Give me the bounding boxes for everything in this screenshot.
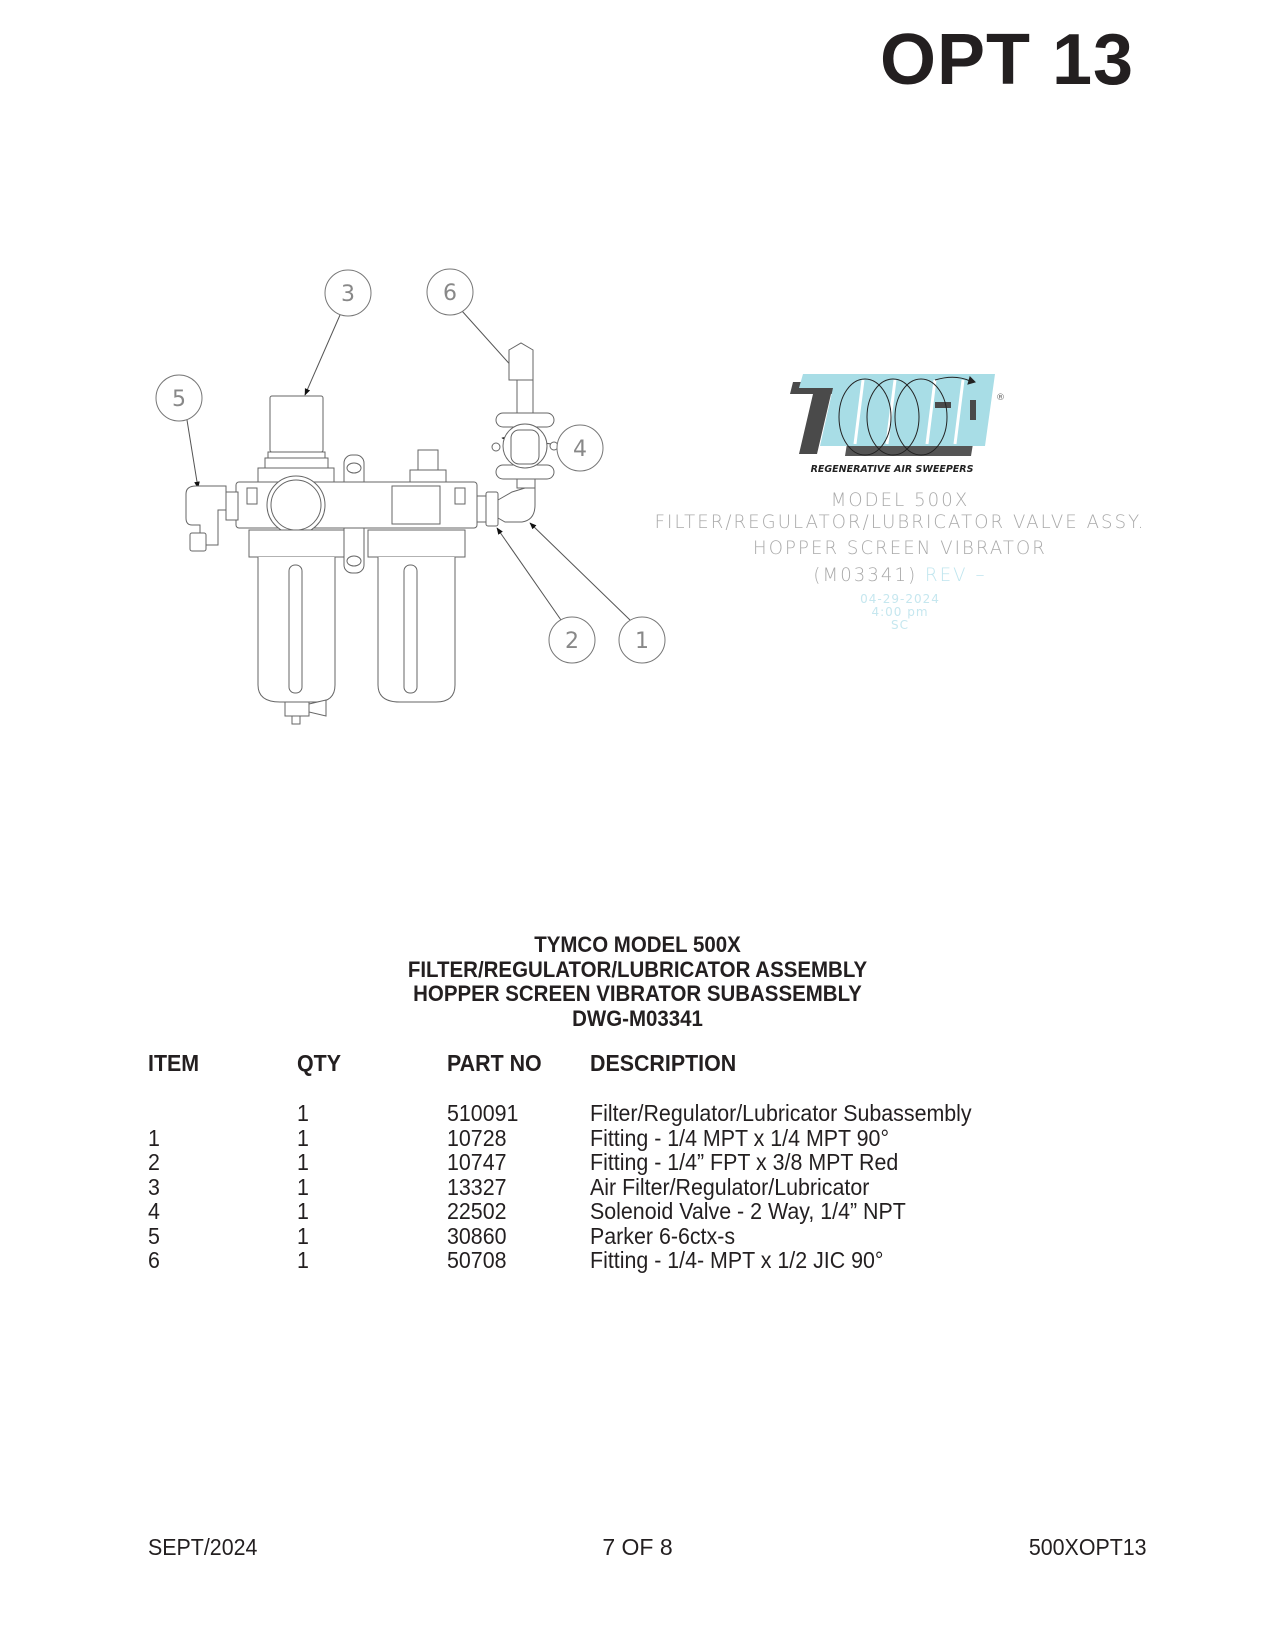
cell-description: Fitting - 1/4- MPT x 1/2 JIC 90° — [590, 1247, 884, 1273]
table-row: 3 1 13327 Air Filter/Regulator/Lubricato… — [0, 1175, 1275, 1199]
cell-description: Solenoid Valve - 2 Way, 1/4” NPT — [590, 1198, 906, 1224]
footer-page-number: 7 OF 8 — [602, 1534, 673, 1560]
title-block-initials: SC — [891, 618, 909, 632]
registered-mark: ® — [996, 393, 1005, 403]
column-header-qty: QTY — [297, 1050, 341, 1076]
table-row: 5 1 30860 Parker 6-6ctx-s — [0, 1224, 1275, 1248]
cell-qty: 1 — [297, 1149, 309, 1175]
balloon-label-5: 5 — [172, 387, 186, 412]
tymco-logo: ® REGENERATIVE AIR SWEEPERS — [790, 374, 1005, 475]
cell-item: 6 — [148, 1247, 160, 1273]
cell-part-no: 22502 — [447, 1198, 507, 1224]
table-row: 1 510091 Filter/Regulator/Lubricator Sub… — [0, 1101, 1275, 1125]
cell-description: Air Filter/Regulator/Lubricator — [590, 1173, 870, 1200]
cell-qty: 1 — [297, 1124, 309, 1151]
title-block-description: FILTER/REGULATOR/LUBRICATOR VALVE ASSY. — [654, 511, 1146, 533]
column-header-item: ITEM — [148, 1050, 200, 1076]
heading-line-1: TYMCO MODEL 500X — [534, 932, 741, 957]
cell-part-no: 50708 — [447, 1247, 507, 1273]
balloon-6 — [426, 268, 474, 316]
cell-part-no: 10747 — [447, 1149, 507, 1175]
heading-line-2: FILTER/REGULATOR/LUBRICATOR ASSEMBLY — [407, 956, 868, 982]
table-row: 1 1 10728 Fitting - 1/4 MPT x 1/4 MPT 90… — [0, 1126, 1275, 1150]
balloon-4 — [556, 424, 604, 472]
balloon-5 — [155, 374, 203, 422]
column-header-part-no: PART NO — [447, 1050, 542, 1076]
title-block-date: 04-29-2024 — [860, 592, 940, 606]
parts-list-heading: TYMCO MODEL 500X FILTER/REGULATOR/LUBRIC… — [0, 932, 1275, 1031]
title-block-model: MODEL 500X — [830, 489, 970, 511]
footer-date: SEPT/2024 — [148, 1534, 258, 1560]
balloon-3 — [324, 269, 372, 317]
cell-part-no: 30860 — [447, 1222, 507, 1249]
balloon-1 — [618, 616, 666, 664]
column-header-description: DESCRIPTION — [590, 1050, 737, 1076]
cell-item: 1 — [148, 1124, 160, 1151]
cell-qty: 1 — [297, 1247, 309, 1273]
balloon-label-6: 6 — [443, 281, 457, 306]
balloon-label-4: 4 — [573, 437, 587, 462]
cell-item: 4 — [148, 1198, 160, 1224]
balloon-2 — [548, 616, 596, 664]
page-title: OPT 13 — [880, 20, 1135, 100]
cell-qty: 1 — [297, 1222, 309, 1249]
cell-item: 5 — [148, 1222, 160, 1249]
table-row: 4 1 22502 Solenoid Valve - 2 Way, 1/4” N… — [0, 1199, 1275, 1223]
cell-part-no: 10728 — [447, 1124, 507, 1151]
cell-item: 3 — [148, 1173, 160, 1200]
table-row: 6 1 50708 Fitting - 1/4- MPT x 1/2 JIC 9… — [0, 1248, 1275, 1272]
title-block-time: 4:00 pm — [871, 605, 929, 619]
assembly-diagram: 3 6 5 4 2 1 — [155, 268, 666, 725]
balloon-label-2: 2 — [565, 629, 579, 654]
cell-qty: 1 — [297, 1173, 309, 1200]
logo-tagline: REGENERATIVE AIR SWEEPERS — [811, 464, 974, 475]
cell-part-no: 13327 — [447, 1173, 507, 1200]
title-block-drawing-line: (M03341) REV – — [634, 566, 1166, 585]
heading-line-4: DWG-M03341 — [572, 1005, 703, 1031]
title-block-subtitle: HOPPER SCREEN VIBRATOR — [753, 537, 1047, 559]
cell-description: Filter/Regulator/Lubricator Subassembly — [590, 1100, 972, 1126]
cell-description: Parker 6-6ctx-s — [590, 1222, 736, 1249]
title-block-revision: REV – — [925, 564, 987, 586]
footer-document-id: 500XOPT13 — [1029, 1534, 1147, 1560]
balloon-label-1: 1 — [635, 629, 649, 654]
cell-qty: 1 — [297, 1198, 309, 1224]
cell-description: Fitting - 1/4 MPT x 1/4 MPT 90° — [590, 1124, 890, 1151]
cell-item: 2 — [148, 1149, 160, 1175]
parts-table-header: ITEM QTY PART NO DESCRIPTION — [0, 1051, 1275, 1075]
balloon-label-3: 3 — [341, 282, 355, 307]
cell-qty: 1 — [297, 1100, 309, 1126]
cell-part-no: 510091 — [447, 1100, 519, 1126]
table-row: 2 1 10747 Fitting - 1/4” FPT x 3/8 MPT R… — [0, 1150, 1275, 1174]
heading-line-3: HOPPER SCREEN VIBRATOR SUBASSEMBLY — [413, 981, 862, 1006]
cell-description: Fitting - 1/4” FPT x 3/8 MPT Red — [590, 1149, 899, 1175]
title-block-drawing-number: (M03341) — [813, 564, 918, 586]
